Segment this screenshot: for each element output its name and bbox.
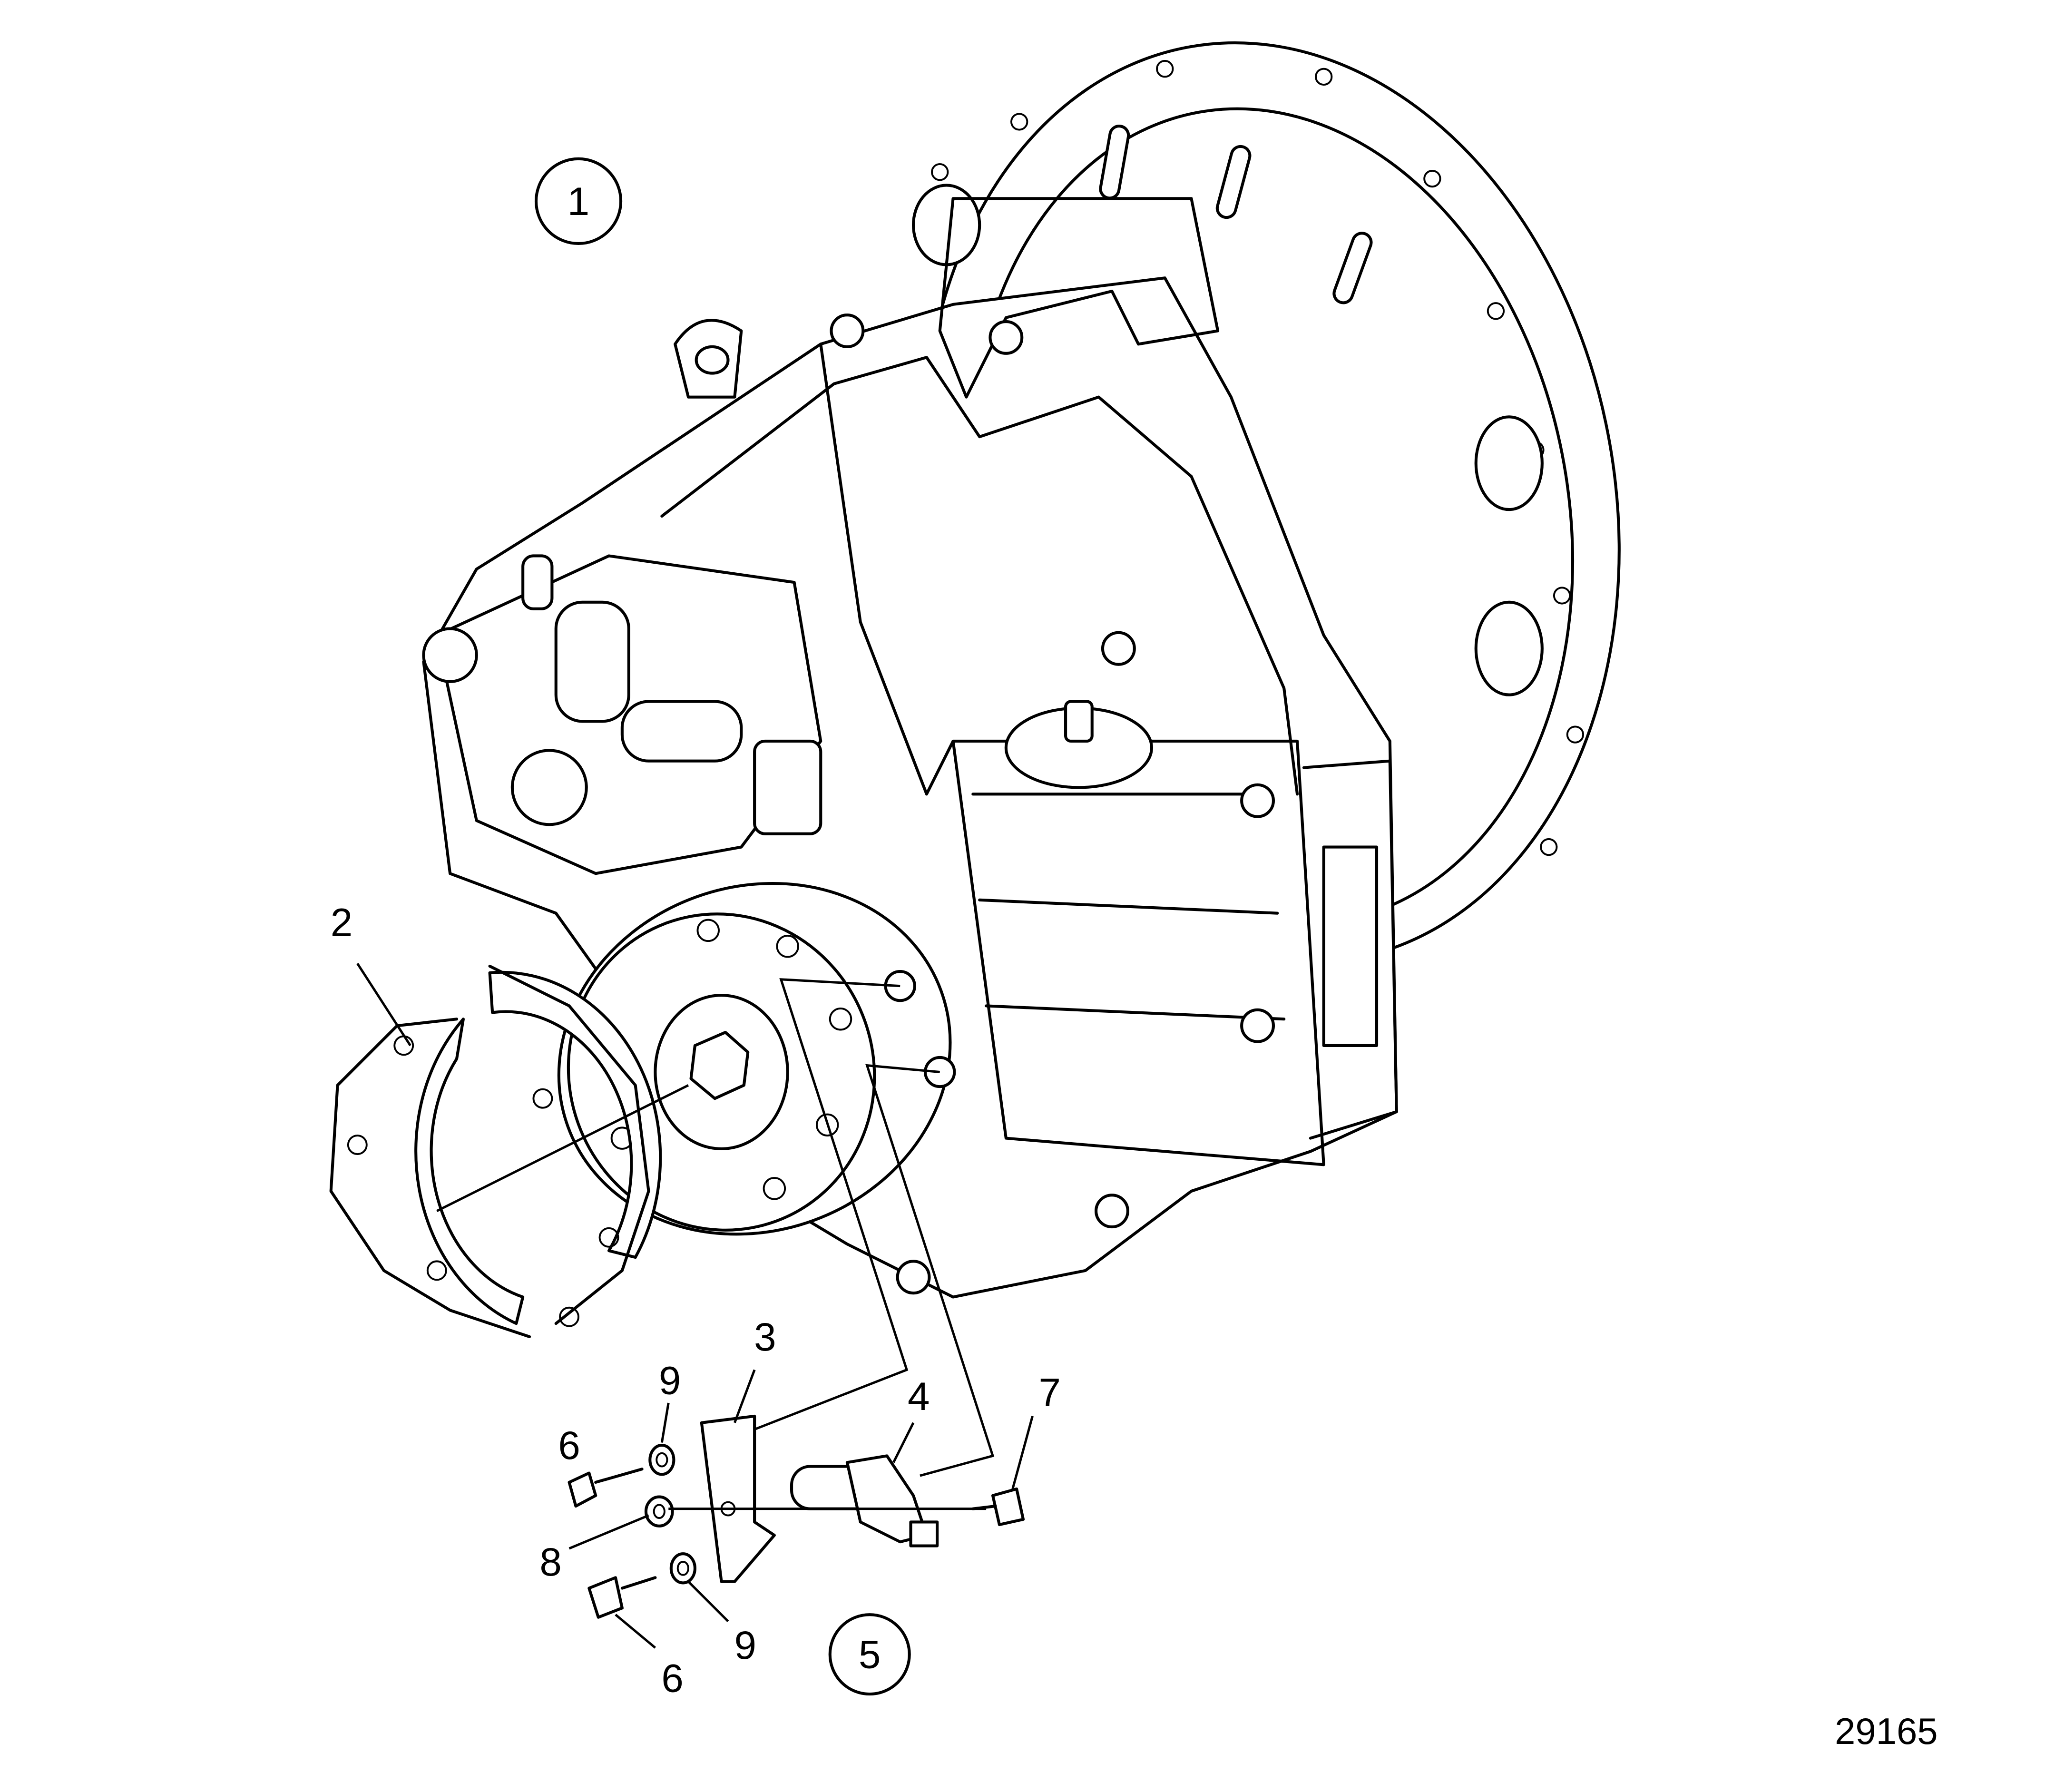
callout-circle-5 <box>828 1613 911 1696</box>
figure-number: 29165 <box>1835 1710 1938 1752</box>
callout-9a: 9 <box>659 1358 681 1403</box>
leader-lines <box>356 963 1034 1649</box>
callout-3: 3 <box>754 1314 776 1359</box>
callout-circle-1 <box>534 157 623 245</box>
callout-8: 8 <box>539 1539 561 1584</box>
callout-9b: 9 <box>734 1623 756 1667</box>
callout-5: 5 <box>859 1632 881 1677</box>
callout-2: 2 <box>331 900 352 945</box>
callout-6b: 6 <box>661 1656 683 1701</box>
callout-1: 1 <box>568 179 589 224</box>
callout-6a: 6 <box>558 1423 580 1468</box>
callout-4: 4 <box>908 1374 930 1419</box>
sensor-assembly <box>568 1414 1025 1619</box>
callout-7: 7 <box>1038 1370 1060 1415</box>
